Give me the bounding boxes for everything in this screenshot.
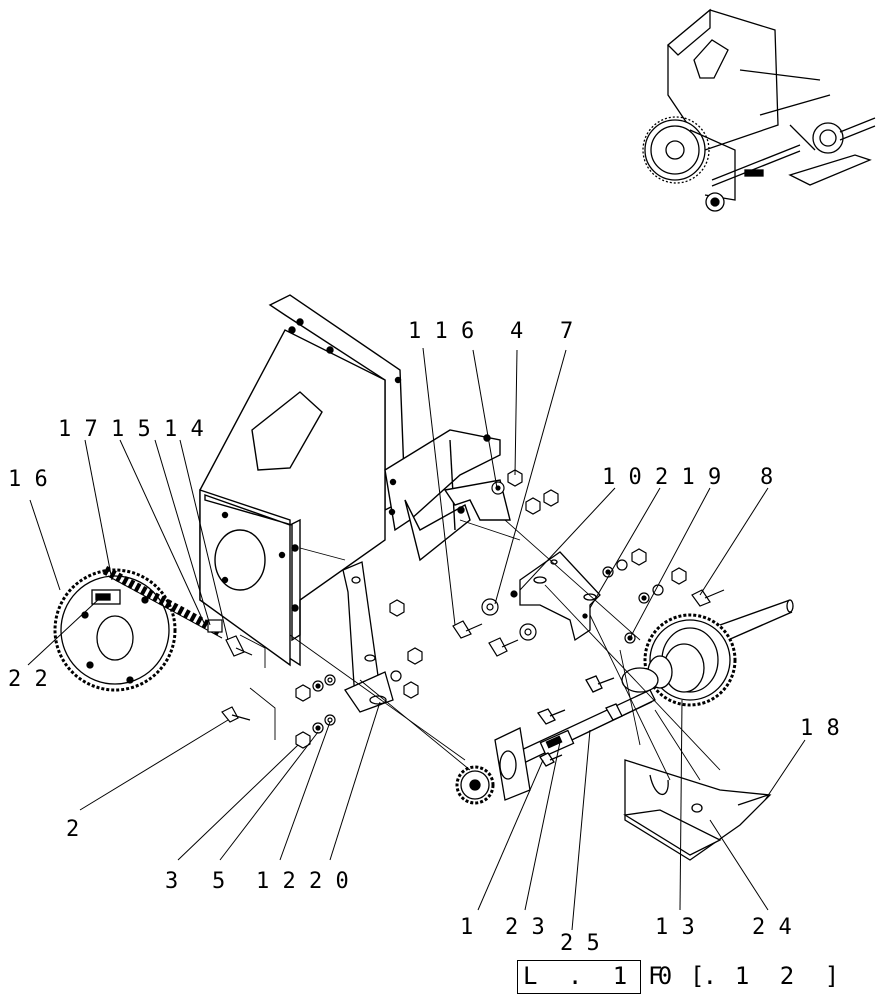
callout-labels: 1 1 6 4 7 1 7 1 5 1 4 1 6 1 0 2 1 9 8 2 … (8, 319, 840, 956)
drive-chain (102, 566, 223, 639)
main-housing (199, 294, 511, 667)
callout-1-1-6: 1 1 6 (408, 319, 474, 344)
callout-1: 1 (460, 915, 473, 940)
reference-page: [ 1 2 ] (690, 962, 848, 990)
bolts-left (221, 635, 253, 723)
callout-4: 4 (510, 319, 523, 344)
callout-2: 2 (66, 817, 79, 842)
callout-25: 2 5 (560, 931, 600, 956)
callout-3: 3 (165, 869, 178, 894)
assembly-thumbnail (642, 8, 876, 212)
mounting-bracket (342, 561, 394, 713)
fasteners-right (602, 548, 725, 644)
drive-shaft (455, 675, 656, 805)
reference-section: L . 1 0 . (523, 962, 726, 990)
reference-suffix: F (648, 962, 671, 990)
callout-17-15-14: 1 7 1 5 1 4 (58, 417, 204, 442)
clutch-sprocket (621, 599, 794, 707)
callout-16: 1 6 (8, 467, 48, 492)
callout-5: 5 (212, 869, 225, 894)
callout-23: 2 3 (505, 915, 545, 940)
callout-12-20: 1 2 2 0 (256, 869, 349, 894)
assembly-lines (239, 519, 721, 781)
fasteners-left (295, 599, 423, 749)
fasteners-centre (452, 469, 559, 657)
callout-13: 1 3 (655, 915, 695, 940)
callout-24: 2 4 (752, 915, 792, 940)
reference-box (517, 960, 641, 994)
callout-18: 1 8 (800, 716, 840, 741)
callout-7: 7 (560, 319, 573, 344)
callout-8: 8 (760, 465, 773, 490)
chain-guard (623, 759, 772, 861)
callout-22: 2 2 (8, 667, 48, 692)
leader-lines (27, 347, 806, 931)
large-sprocket (53, 568, 177, 692)
bearing-plate (519, 551, 601, 642)
callout-10-21-9: 1 0 2 1 9 (602, 465, 721, 490)
